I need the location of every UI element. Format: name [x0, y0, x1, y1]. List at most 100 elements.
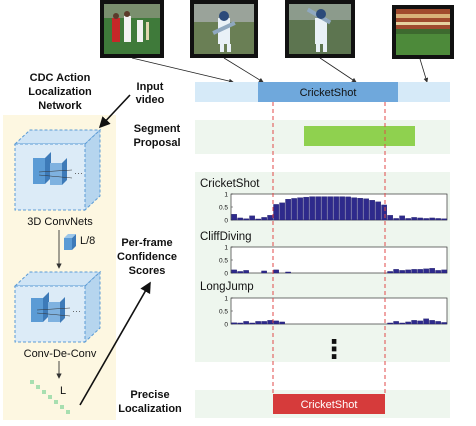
score-bar	[411, 217, 417, 221]
diagram-title: CDC Action Localization Network	[28, 72, 92, 112]
score-bar	[291, 198, 297, 221]
video-frames	[100, 0, 454, 59]
chart-frame	[230, 246, 448, 274]
score-bar	[231, 322, 237, 325]
video-frame-2	[190, 0, 258, 58]
ellipsis-dots: ⋮	[321, 334, 347, 364]
score-bar	[327, 196, 333, 221]
label-perframe-3: Scores	[129, 265, 166, 277]
y-tick-label: 1	[224, 191, 228, 198]
conv3d-cube: ···	[13, 128, 102, 212]
score-bar	[261, 270, 267, 274]
y-tick-label: 1	[224, 295, 228, 302]
score-bar	[393, 218, 399, 221]
score-bar	[273, 320, 279, 325]
score-bar	[237, 271, 243, 274]
video-frame-4	[392, 5, 454, 59]
video-frame-3	[285, 0, 355, 58]
score-bar	[255, 218, 261, 221]
score-bar	[387, 271, 393, 274]
label-perframe-2: Confidence	[117, 251, 177, 263]
score-bar	[405, 321, 411, 325]
score-bar	[429, 217, 435, 221]
score-bar	[423, 268, 429, 274]
score-bar	[309, 196, 315, 221]
score-chart-2: CliffDiving 0 0.5 1	[200, 231, 448, 277]
precise-localization-row: CricketShot	[195, 390, 450, 418]
label-perframe-1: Per-frame	[121, 237, 172, 249]
score-bar	[381, 204, 387, 221]
score-bar	[405, 218, 411, 221]
score-bar	[243, 218, 249, 221]
segment-proposal-row	[195, 120, 450, 154]
score-chart-1: CricketShot 00.51	[200, 178, 448, 224]
score-bar	[243, 321, 249, 325]
score-bar	[267, 320, 273, 325]
chart-frame	[230, 193, 448, 221]
score-bar	[417, 269, 423, 274]
y-tick-label: 0.5	[219, 257, 228, 264]
score-bar	[285, 199, 291, 221]
label-segment-1: Segment	[134, 123, 181, 135]
svg-text:···: ···	[74, 168, 83, 178]
y-tick-label: 0	[224, 270, 228, 277]
score-bar	[261, 321, 267, 325]
y-tick-label: 0	[224, 217, 228, 224]
score-bar	[429, 268, 435, 274]
score-bar	[267, 215, 273, 221]
y-tick-label: 1	[224, 244, 228, 251]
score-bar	[363, 198, 369, 221]
score-bar	[375, 201, 381, 221]
network-panel: ··· 3D ConvNets L/8 ··· Conv-De-Conv	[3, 115, 116, 420]
label-input-2: video	[136, 94, 165, 106]
flow-arrows	[79, 94, 151, 406]
score-bar	[357, 198, 363, 221]
score-bar	[237, 217, 243, 221]
score-bar	[345, 196, 351, 221]
output-sequence	[30, 380, 70, 414]
score-bar	[285, 271, 291, 274]
score-bar	[417, 320, 423, 325]
chart-title-cliffdiving: CliffDiving	[200, 231, 252, 243]
score-bar	[435, 321, 441, 325]
score-bar	[435, 270, 441, 274]
score-bar	[279, 321, 285, 325]
convdeconv-cube: ···	[13, 270, 102, 344]
feature-block	[64, 234, 76, 250]
frame-connectors	[131, 57, 429, 84]
score-bar	[393, 321, 399, 325]
score-bar	[273, 204, 279, 221]
score-bar	[423, 318, 429, 325]
score-bar	[429, 320, 435, 325]
video-frame-1	[100, 0, 164, 58]
score-bar	[255, 321, 261, 325]
feature-size-label: L/8	[80, 235, 95, 247]
score-bar	[411, 320, 417, 325]
score-bar	[249, 215, 255, 221]
score-bar	[333, 196, 339, 221]
score-bar	[279, 202, 285, 221]
convnets-label: 3D ConvNets	[27, 216, 93, 228]
score-bar	[423, 218, 429, 221]
y-tick-label: 0.5	[219, 308, 228, 315]
score-bar	[399, 215, 405, 221]
score-bar	[237, 322, 243, 325]
label-input-1: Input	[137, 81, 164, 93]
chart-title-longjump: LongJump	[200, 281, 254, 293]
score-bar	[369, 200, 375, 221]
score-bar	[441, 269, 447, 274]
chart-title-cricketshot: CricketShot	[200, 178, 260, 190]
output-bar-label: CricketShot	[301, 399, 358, 411]
score-bar	[387, 215, 393, 221]
score-bar	[351, 197, 357, 221]
y-tick-label: 0	[224, 321, 228, 328]
score-bar	[411, 269, 417, 274]
output-length-label: L	[60, 385, 66, 397]
score-bar	[315, 196, 321, 221]
score-bar	[231, 269, 237, 274]
score-bar	[243, 270, 249, 274]
score-bar	[249, 322, 255, 325]
score-bar	[321, 196, 327, 221]
score-bar	[441, 322, 447, 325]
